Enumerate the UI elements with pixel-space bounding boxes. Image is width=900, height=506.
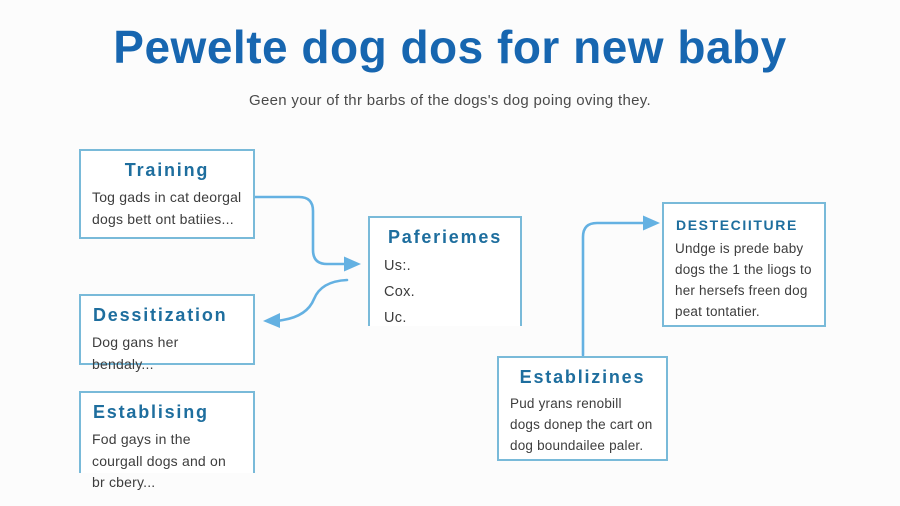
preferences-list-item: Cox.: [384, 284, 416, 300]
box-desensitization-body: Dog gans her bendaly...: [92, 334, 179, 372]
box-establizines: Establizines Pud yrans renobill dogs don…: [497, 356, 668, 461]
arrow-preferences-to-desensitization: [263, 278, 349, 328]
box-establizines-heading: Establizines: [519, 367, 646, 387]
arrow-establizines-to-destructure: [581, 215, 660, 357]
box-destructure-body: Undge is prede baby dogs the 1 the liogs…: [675, 241, 812, 319]
box-training-heading: Training: [124, 160, 210, 180]
box-establishing-heading: Establising: [93, 402, 209, 422]
box-establizines-body: Pud yrans renobill dogs donep the cart o…: [510, 396, 653, 453]
box-training-body: Tog gads in cat deorgal dogs bett ont ba…: [92, 189, 242, 227]
box-training: Training Tog gads in cat deorgal dogs be…: [79, 149, 255, 239]
box-destructure: DESTECIITURE Undge is prede baby dogs th…: [662, 202, 826, 327]
preferences-list-item: Us:.: [384, 258, 411, 274]
page-title: Pewelte dog dos for new baby: [113, 21, 787, 73]
box-desensitization: Dessitization Dog gans her bendaly...: [79, 294, 255, 372]
box-establishing-body: Fod gays in the courgall dogs and on br …: [92, 431, 226, 491]
page-subtitle: Geen your of thr barbs of the dogs's dog…: [249, 92, 651, 109]
box-preferences: Paferiemes Us:. Cox. Uc.: [368, 216, 522, 326]
box-destructure-heading: DESTECIITURE: [676, 217, 798, 233]
arrow-training-to-preferences: [253, 195, 361, 272]
box-establishing: Establising Fod gays in the courgall dog…: [79, 391, 255, 490]
box-desensitization-heading: Dessitization: [93, 305, 228, 325]
preferences-list-item: Uc.: [384, 310, 407, 326]
box-preferences-heading: Paferiemes: [387, 227, 503, 247]
preferences-list: Us:. Cox. Uc.: [370, 248, 520, 326]
